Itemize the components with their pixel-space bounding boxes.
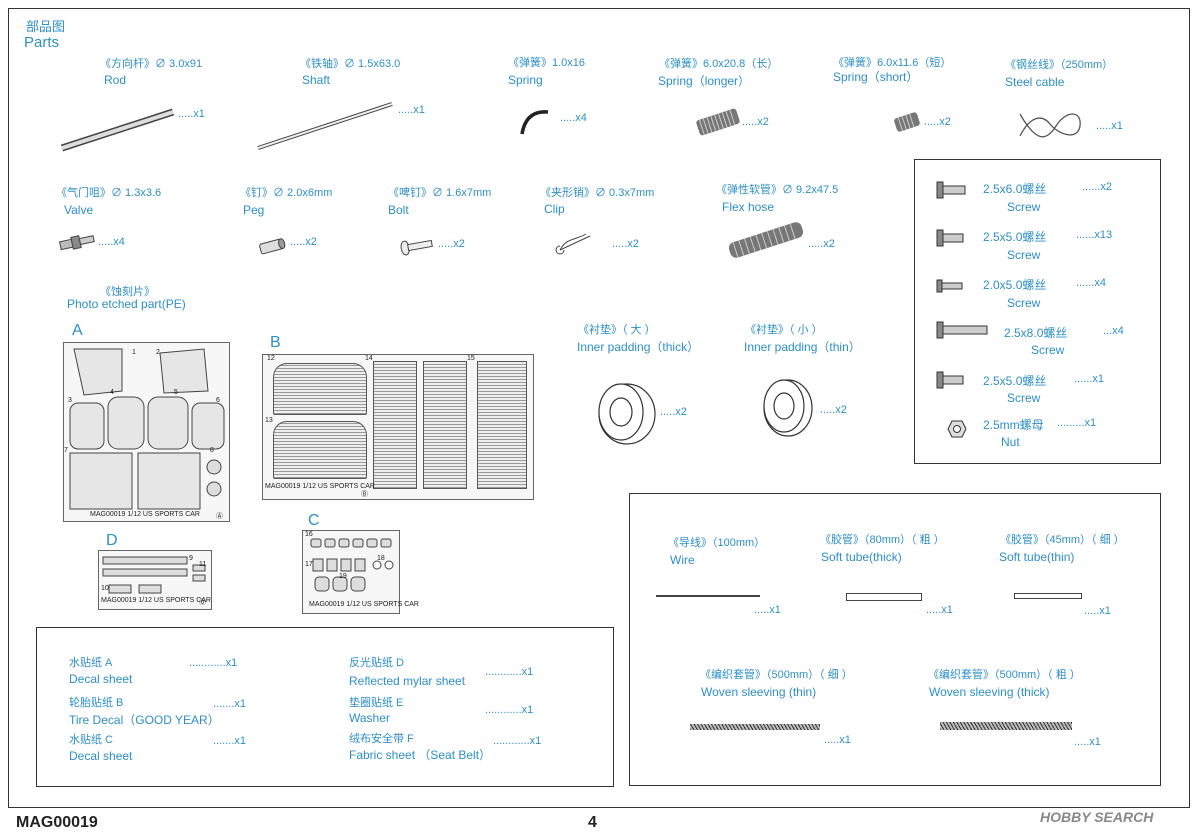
- steel-cable-illustration: [1019, 113, 1081, 138]
- page-number: 4: [588, 814, 597, 831]
- nut-icon: [947, 420, 967, 438]
- screw-icon: [936, 321, 988, 339]
- pe-title-cn: 《蚀刻片》: [100, 286, 155, 298]
- screw-icon: [936, 181, 966, 199]
- spring-illustration: [520, 110, 549, 135]
- page-frame: [8, 8, 1190, 808]
- title-cn: 部品图: [26, 19, 66, 34]
- tube-box: 《导线》（100mm） Wire .....x1 《胶管》（80mm）（ 粗 ）…: [629, 493, 1161, 786]
- screw-box: 2.5x6.0螺丝 Screw ......x2 2.5x5.0螺丝 Screw…: [914, 159, 1161, 464]
- sheet-c-label: C: [308, 512, 320, 529]
- soft-tube-thick-illustration: [846, 593, 922, 601]
- decal-box: 水贴纸 A Decal sheet ............x1 轮胎贴纸 B …: [36, 627, 614, 787]
- padding-thin-illustration: [763, 379, 813, 437]
- pe-sheet-c: 16 17 18 19 MAG00019 1/12 US SPORTS CAR: [302, 530, 419, 614]
- screw-icon: [936, 371, 964, 389]
- spring-longer-illustration: [696, 108, 740, 136]
- peg-illustration: [259, 238, 286, 255]
- padding-thick-illustration: [598, 383, 656, 445]
- title-en: Parts: [24, 34, 60, 51]
- sheet-d-label: D: [106, 532, 118, 549]
- pe-title-en: Photo etched part(PE): [67, 297, 186, 311]
- valve-illustration: [58, 235, 95, 251]
- screw-icon: [936, 229, 964, 247]
- flex-hose-illustration: [728, 222, 804, 258]
- rod-illustration: [60, 108, 175, 152]
- watermark: HOBBY SEARCH: [1040, 809, 1154, 825]
- pe-sheet-c-drawing: [310, 538, 394, 592]
- woven-thick-illustration: [940, 722, 1072, 730]
- wire-illustration: [656, 595, 760, 597]
- pe-sheet-a-drawing: [69, 348, 225, 510]
- clip-illustration: [555, 233, 591, 255]
- sheet-b-label: B: [270, 334, 281, 351]
- pe-sheet-d-drawing: [102, 556, 206, 594]
- woven-thin-illustration: [690, 724, 820, 730]
- footer-code: MAG00019: [16, 814, 98, 831]
- shaft-illustration: [257, 102, 393, 150]
- soft-tube-thin-illustration: [1014, 593, 1082, 599]
- screw-icon: [936, 279, 963, 293]
- pe-sheet-b: 12 13 14 15 MAG00019 1/12 US SPORTS CAR …: [262, 354, 534, 500]
- sheet-a-label: A: [72, 322, 83, 339]
- pe-sheet-a: 1 2 3 4 5 6 7 8 MAG00019 1/12 US SPORTS …: [63, 342, 230, 522]
- pe-sheet-d: 9 10 11 MAG00019 1/12 US SPORTS CAR Ⓓ: [98, 550, 212, 610]
- bolt-illustration: [400, 239, 433, 256]
- spring-short-illustration: [894, 112, 920, 132]
